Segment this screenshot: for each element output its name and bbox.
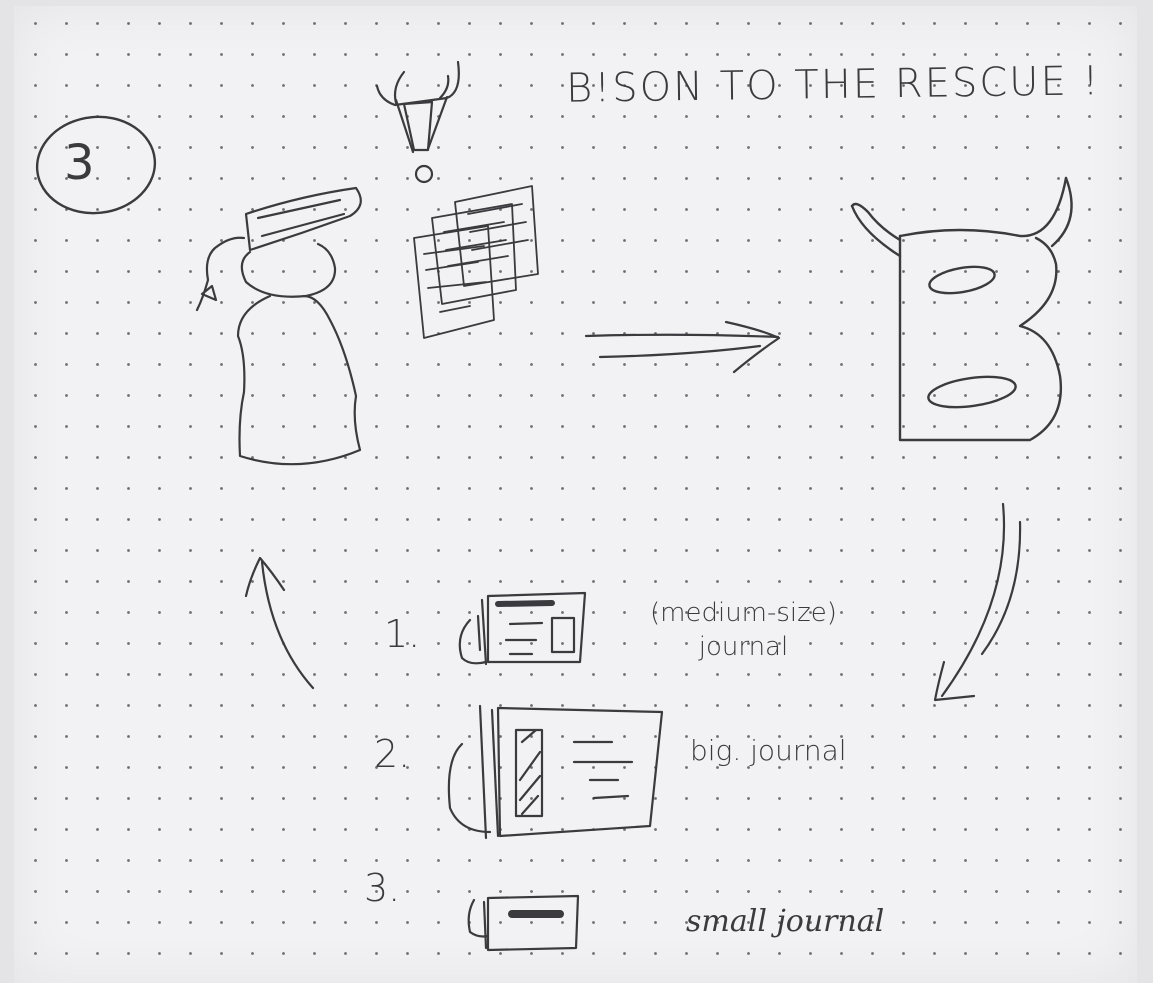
item-label-medium-journal: (medium-size) journal — [650, 596, 837, 664]
bison-exclamation-icon — [377, 62, 459, 182]
item-label-big-journal: big. journal — [690, 734, 847, 767]
item-number: 3. — [364, 866, 400, 910]
small-journal-icon — [469, 896, 578, 950]
curved-arrow-down-icon — [935, 504, 1020, 700]
step-number: 3 — [64, 135, 95, 191]
papers-stack-icon — [414, 186, 538, 338]
graduate-student-icon — [197, 188, 361, 464]
item-number: 2. — [374, 732, 410, 776]
big-journal-icon — [449, 706, 662, 838]
sketch-title: B!SON TO THE RESCUE ! — [566, 58, 1101, 111]
medium-journal-icon — [460, 593, 585, 664]
curved-arrow-up-icon — [246, 558, 313, 688]
arrow-right-icon — [586, 322, 779, 372]
bison-b-logo — [852, 178, 1072, 440]
item-number: 1. — [384, 612, 420, 656]
item-label-small-journal: small journal — [686, 904, 884, 939]
step-circle — [32, 111, 159, 219]
